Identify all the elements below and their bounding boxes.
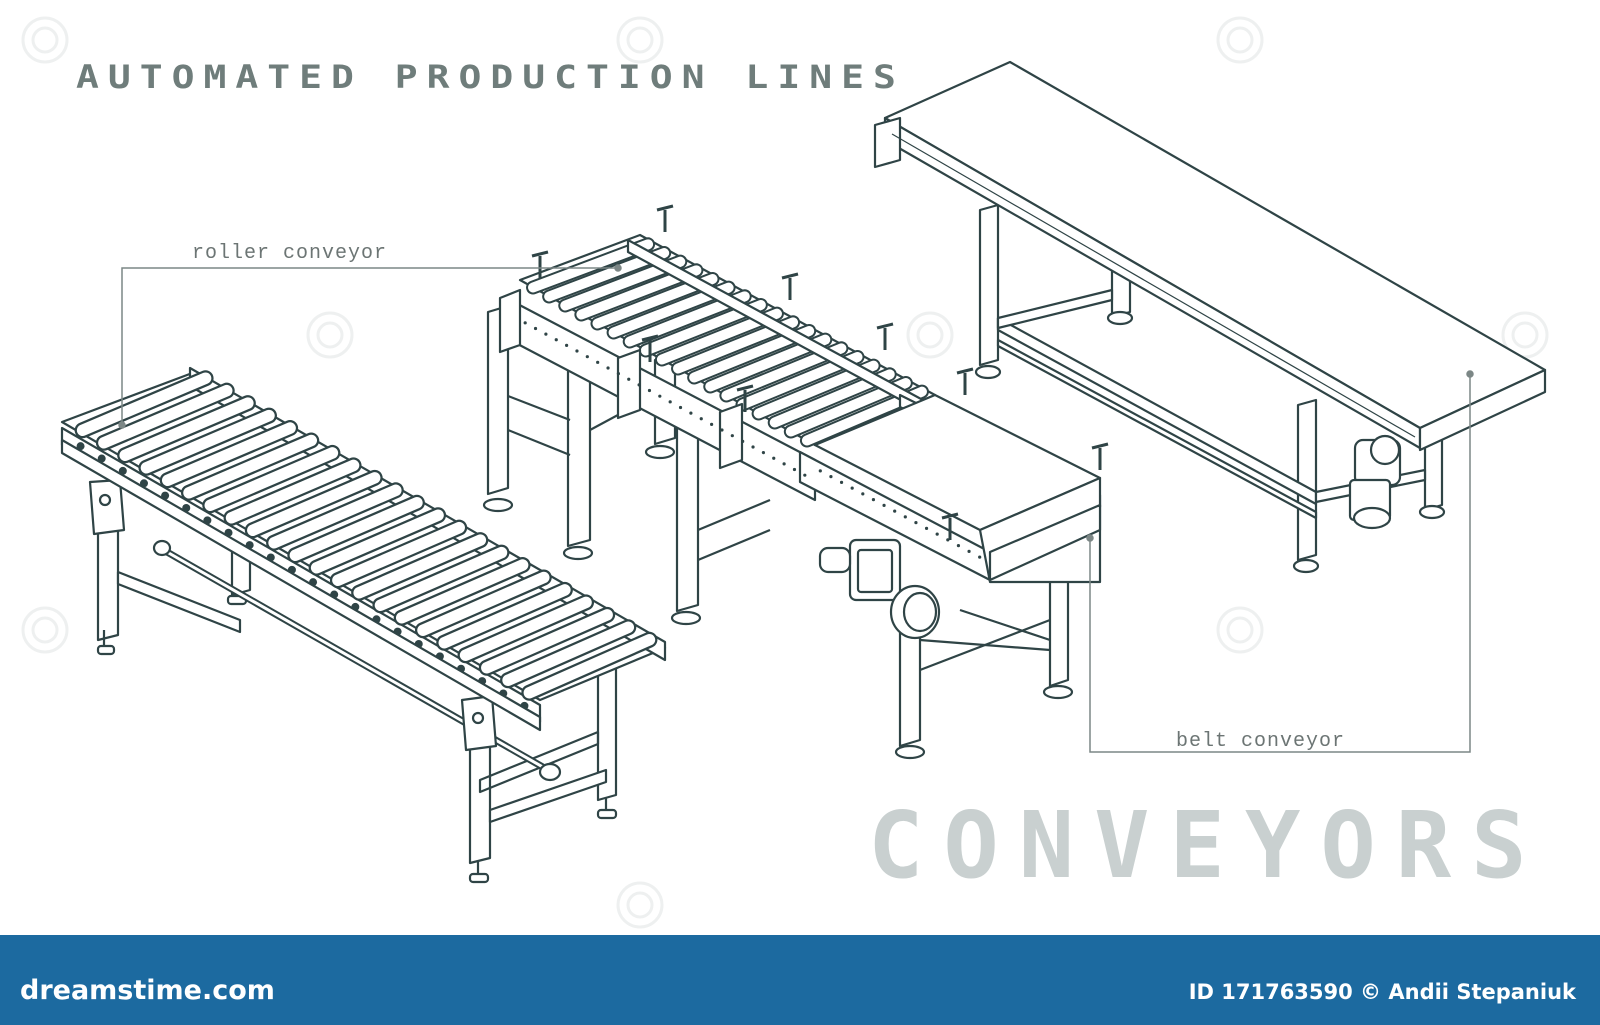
roller-conveyor-label: roller conveyor bbox=[192, 242, 388, 265]
callout-lines bbox=[118, 264, 1474, 753]
roller-highlight bbox=[459, 596, 592, 661]
middle-side-guides bbox=[531, 204, 1109, 540]
site-logo-text[interactable]: dreamstime.com bbox=[20, 975, 275, 1006]
belt-conveyor-label: belt conveyor bbox=[1176, 730, 1346, 753]
frame-stud bbox=[751, 445, 755, 449]
guide-clamp bbox=[531, 250, 549, 258]
frame-stud bbox=[533, 326, 538, 331]
roller-highlight bbox=[98, 384, 233, 449]
rail-hole bbox=[76, 442, 85, 451]
frame-stud bbox=[637, 383, 641, 387]
frame-stud bbox=[956, 544, 961, 548]
frame-stud bbox=[678, 405, 683, 410]
frame-stud bbox=[903, 515, 907, 519]
frame-stud bbox=[544, 332, 548, 336]
roller-highlight bbox=[268, 484, 402, 549]
roller-highlight bbox=[183, 434, 317, 499]
roller-left-rollers bbox=[74, 370, 658, 701]
roller-highlight bbox=[395, 559, 529, 624]
roller-highlight bbox=[161, 422, 296, 486]
belt-right-drive-motor bbox=[1348, 434, 1402, 530]
roller-highlight bbox=[204, 447, 339, 511]
roller-highlight bbox=[353, 534, 487, 599]
frame-stud bbox=[616, 372, 620, 376]
roller-highlight bbox=[332, 521, 465, 586]
frame-stud bbox=[850, 486, 854, 490]
middle-drive-motor bbox=[818, 538, 941, 640]
frame-stud bbox=[668, 400, 672, 404]
rail-hole bbox=[97, 454, 106, 463]
page-heading: AUTOMATED PRODUCTION LINES bbox=[76, 58, 905, 96]
roller-highlight bbox=[523, 634, 656, 699]
frame-stud bbox=[720, 428, 724, 432]
illustration-canvas: AUTOMATED PRODUCTION LINES roller convey… bbox=[21, 16, 1549, 929]
frame-stud bbox=[829, 475, 833, 479]
frame-stud bbox=[565, 343, 569, 347]
frame-stud bbox=[782, 462, 786, 466]
frame-stud bbox=[935, 532, 939, 536]
belt-conveyor-right bbox=[873, 60, 1547, 574]
roller-highlight bbox=[481, 609, 613, 674]
frame-stud bbox=[585, 355, 589, 359]
frame-stud bbox=[803, 473, 807, 477]
roller-highlight bbox=[417, 571, 550, 636]
frame-stud bbox=[818, 469, 822, 473]
image-credit: ID 171763590 © Andii Stepaniuk bbox=[1188, 980, 1576, 1004]
frame-stud bbox=[882, 503, 886, 507]
guide-clamp bbox=[641, 334, 659, 342]
frame-stud bbox=[839, 480, 844, 484]
roller-conveyor-left bbox=[60, 366, 667, 884]
frame-stud bbox=[689, 411, 693, 415]
roller-highlight bbox=[289, 497, 423, 561]
guide-clamp bbox=[941, 512, 959, 520]
belt-callout-line bbox=[1089, 374, 1471, 753]
frame-stud bbox=[575, 349, 579, 353]
guide-clamp bbox=[736, 384, 754, 392]
footer-bar: dreamstime.com ID 171763590 © Andii Step… bbox=[0, 935, 1600, 1025]
roller-highlight bbox=[119, 397, 254, 461]
roller-highlight bbox=[310, 509, 444, 574]
frame-stud bbox=[710, 422, 714, 426]
belt-right-legs bbox=[974, 203, 1446, 574]
frame-stud bbox=[792, 467, 797, 472]
frame-stud bbox=[554, 338, 558, 342]
watermark-pattern bbox=[21, 16, 1549, 929]
frame-stud bbox=[967, 549, 971, 553]
conveyor-line-drawing bbox=[21, 16, 1549, 929]
conveyors-title: CONVEYORS bbox=[868, 792, 1547, 899]
frame-stud bbox=[699, 417, 703, 421]
frame-stud bbox=[761, 451, 765, 455]
frame-stud bbox=[893, 509, 897, 513]
frame-stud bbox=[606, 366, 610, 370]
roller-highlight bbox=[225, 459, 360, 524]
guide-clamp bbox=[956, 367, 974, 375]
frame-stud bbox=[647, 388, 652, 393]
guide-clamp bbox=[876, 322, 894, 330]
guide-clamp bbox=[781, 272, 799, 280]
guide-clamp bbox=[656, 204, 674, 212]
frame-stud bbox=[978, 555, 982, 559]
frame-stud bbox=[596, 360, 600, 364]
frame-stud bbox=[627, 377, 631, 381]
roller-highlight bbox=[502, 621, 635, 686]
roller-highlight bbox=[140, 409, 275, 474]
frame-stud bbox=[523, 321, 527, 325]
guide-clamp bbox=[1091, 442, 1109, 450]
roller-highlight bbox=[247, 472, 381, 536]
frame-stud bbox=[741, 439, 745, 443]
frame-stud bbox=[871, 498, 876, 502]
production-line-middle bbox=[482, 204, 1109, 760]
middle-frame-studs bbox=[523, 321, 982, 559]
roller-highlight bbox=[438, 584, 571, 649]
frame-stud bbox=[946, 538, 950, 542]
frame-stud bbox=[730, 434, 734, 438]
frame-stud bbox=[861, 492, 865, 496]
frame-stud bbox=[658, 394, 662, 398]
roller-callout-line bbox=[121, 267, 620, 425]
frame-stud bbox=[914, 521, 918, 525]
frame-stud bbox=[924, 526, 929, 530]
roller-highlight bbox=[76, 372, 212, 436]
roller-highlight bbox=[374, 546, 508, 611]
frame-stud bbox=[772, 456, 776, 460]
